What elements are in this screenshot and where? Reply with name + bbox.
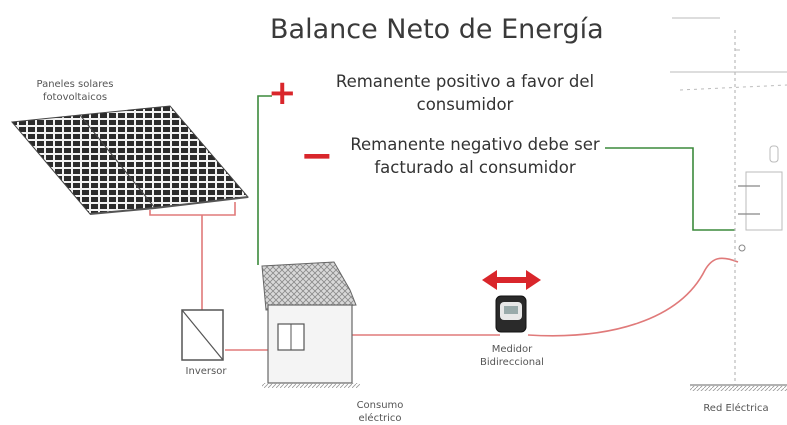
red-wiring — [149, 202, 739, 351]
house — [261, 261, 360, 388]
meter-icon — [495, 295, 527, 333]
meter-label-line1: Medidor — [491, 344, 533, 355]
page-title: Balance Neto de Energía — [270, 14, 604, 45]
inverter-box — [181, 309, 224, 361]
meter-label-line2: Bidireccional — [480, 357, 544, 368]
meter-to-grid-wire — [527, 257, 739, 337]
negative-note-line1: Remanente negativo debe ser — [350, 135, 600, 154]
consumption-label: Consumo eléctrico — [340, 399, 420, 425]
negative-note-line2: facturado al consumidor — [374, 158, 576, 177]
positive-remainder-note: Remanente positivo a favor del consumido… — [300, 70, 630, 116]
minus-to-grid-wire — [605, 147, 735, 231]
bidirectional-arrow-icon — [482, 270, 541, 290]
house-to-plus-wire — [257, 95, 272, 265]
negative-remainder-note: Remanente negativo debe ser facturado al… — [330, 133, 620, 179]
plus-icon: + — [268, 73, 297, 113]
solar-panels-label: Paneles solares fotovoltaicos — [20, 78, 130, 104]
solar-panels — [11, 105, 249, 215]
positive-note-line1: Remanente positivo a favor del — [335, 72, 595, 91]
consumption-label-line2: eléctrico — [358, 413, 402, 424]
panels-label-line2: fotovoltaicos — [42, 92, 108, 103]
positive-note-line2: consumidor — [416, 95, 514, 114]
minus-icon: − — [300, 133, 334, 179]
consumption-label-line1: Consumo — [356, 400, 404, 411]
green-wiring — [257, 95, 735, 265]
panels-label-line1: Paneles solares — [36, 79, 114, 90]
grid-label: Red Eléctrica — [703, 403, 769, 414]
meter-label: Medidor Bidireccional — [468, 343, 556, 369]
inverter-label: Inversor — [185, 366, 227, 377]
utility-pole — [670, 17, 787, 391]
panel-output-wire — [149, 202, 236, 216]
